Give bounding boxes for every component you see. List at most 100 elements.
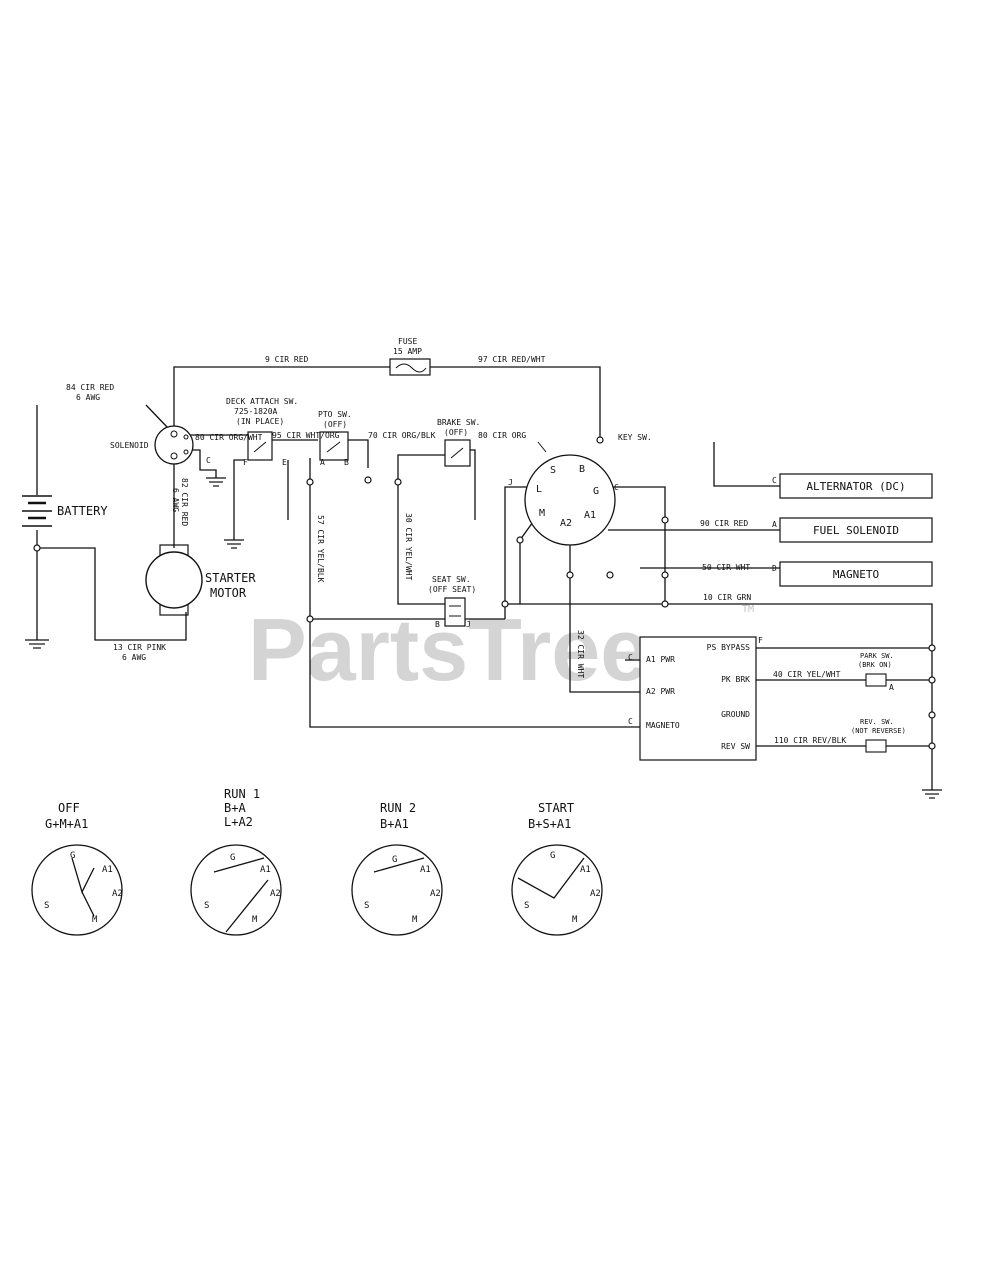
dial-off-s: S <box>44 901 49 911</box>
seat-sw-state: (OFF SEAT) <box>428 585 476 594</box>
reverse-switch: REV. SW. (NOT REVERSE) <box>851 718 906 753</box>
pin-b-seat: B <box>435 620 440 629</box>
park-sw-state: (BRK ON) <box>858 661 892 669</box>
pin-j-key: J <box>508 478 513 487</box>
junction <box>33 544 41 552</box>
key-term-m: M <box>539 508 545 519</box>
junction <box>501 600 509 608</box>
seat-sw-name: SEAT SW. <box>432 575 471 584</box>
watermark-tm: TM <box>742 604 754 615</box>
starter-label-1: STARTER <box>205 571 256 585</box>
wire-57 <box>309 458 640 728</box>
label-w97: 97 CIR RED/WHT <box>478 355 546 364</box>
label-w82-gauge: 6 AWG <box>171 488 180 512</box>
pin-c: C <box>206 456 211 465</box>
junctions <box>33 436 936 750</box>
solenoid-label: SOLENOID <box>110 441 149 450</box>
key-sw-label: KEY SW. <box>618 433 652 442</box>
key-positions: OFF G+M+A1 RUN 1 B+A L+A2 RUN 2 B+A1 STA… <box>31 787 603 936</box>
position-run1-name: RUN 1 <box>224 787 260 801</box>
position-run1-combo1: B+A <box>224 801 246 815</box>
key-term-b: B <box>579 464 585 475</box>
label-w80b: 80 CIR ORG <box>478 431 526 440</box>
pin-d-mag: D <box>772 564 777 573</box>
junction <box>661 571 669 579</box>
alternator-label: ALTERNATOR (DC) <box>806 480 905 493</box>
pin-letters: C F E A B B J J C C A D C C F A <box>206 456 894 726</box>
position-run2: RUN 2 B+A1 <box>351 801 443 936</box>
wire-solenoid-ground <box>190 449 217 478</box>
dial-off-a1: A1 <box>102 865 113 875</box>
label-w70: 70 CIR ORG/BLK <box>368 431 436 440</box>
pin-a-park: A <box>889 683 894 692</box>
position-run1-combo2: L+A2 <box>224 815 253 829</box>
rev-sw-state: (NOT REVERSE) <box>851 727 906 735</box>
module-a1-pwr: A1 PWR <box>646 655 675 664</box>
fuel-solenoid: FUEL SOLENOID <box>779 517 933 543</box>
key-term-a1: A1 <box>584 510 596 521</box>
wire-deck-ground <box>233 459 244 540</box>
junction <box>928 676 936 684</box>
position-run2-name: RUN 2 <box>380 801 416 815</box>
junction <box>928 711 936 719</box>
junction <box>661 516 669 524</box>
label-w84: 84 CIR RED <box>66 383 114 392</box>
wire-97 <box>430 366 601 438</box>
position-start-name: START <box>538 801 574 815</box>
position-run2-combo: B+A1 <box>380 817 409 831</box>
label-w9: 9 CIR RED <box>265 355 309 364</box>
module-ground: GROUND <box>721 710 750 719</box>
label-w32: 32 CIR WHT <box>576 630 585 678</box>
battery-label: BATTERY <box>57 504 108 518</box>
junction <box>606 571 614 579</box>
junction <box>928 742 936 750</box>
pin-b: B <box>344 458 349 467</box>
fuse-name: FUSE <box>398 337 417 346</box>
junction <box>364 476 372 484</box>
junction <box>566 571 574 579</box>
label-w110: 110 CIR REV/BLK <box>774 736 846 745</box>
label-w82: 82 CIR RED <box>180 478 189 526</box>
park-switch: PARK SW. (BRK ON) <box>858 652 894 687</box>
pin-j: J <box>466 620 471 629</box>
dial-off-a2: A2 <box>112 889 123 899</box>
position-off-combo: G+M+A1 <box>45 817 88 831</box>
wire-84-arrow <box>145 404 169 429</box>
label-w10: 10 CIR GRN <box>703 593 751 602</box>
junction <box>928 644 936 652</box>
label-w57: 57 CIR YEL/BLK <box>316 515 325 583</box>
wire-9 <box>173 366 390 432</box>
wire-key-g <box>612 486 666 604</box>
seat-switch: SEAT SW. (OFF SEAT) <box>428 575 476 627</box>
magneto: MAGNETO <box>779 561 933 587</box>
starter-motor: STARTER MOTOR <box>145 544 256 616</box>
key-switch: KEY SW. S B G L M A2 A1 <box>524 433 652 546</box>
pin-e: E <box>282 458 287 467</box>
junction <box>596 436 604 444</box>
magneto-label: MAGNETO <box>833 568 879 581</box>
dial-start-m: M <box>572 915 578 925</box>
junction <box>661 600 669 608</box>
dial-run1-m: M <box>252 915 258 925</box>
brake-sw-state: (OFF) <box>444 428 468 437</box>
pin-c-module: C <box>628 653 633 662</box>
dial-run1-a1: A1 <box>260 865 271 875</box>
brake-switch: BRAKE SW. (OFF) <box>437 418 480 467</box>
fuse: FUSE 15 AMP <box>389 337 431 376</box>
junction <box>306 615 314 623</box>
dial-run1-a2: A2 <box>270 889 281 899</box>
key-term-a2: A2 <box>560 518 572 529</box>
label-w40: 40 CIR YEL/WHT <box>773 670 841 679</box>
battery: BATTERY <box>22 495 108 527</box>
position-start-combo: B+S+A1 <box>528 817 571 831</box>
label-w13: 13 CIR PINK <box>113 643 166 652</box>
pin-c-key: C <box>614 483 619 492</box>
dial-run2-g: G <box>392 855 397 865</box>
key-term-l: L <box>536 484 542 495</box>
junction <box>306 478 314 486</box>
dial-off-g: G <box>70 851 75 861</box>
pto-sw-name: PTO SW. <box>318 410 352 419</box>
pin-c-alt: C <box>772 476 777 485</box>
alternator: ALTERNATOR (DC) <box>779 473 933 499</box>
